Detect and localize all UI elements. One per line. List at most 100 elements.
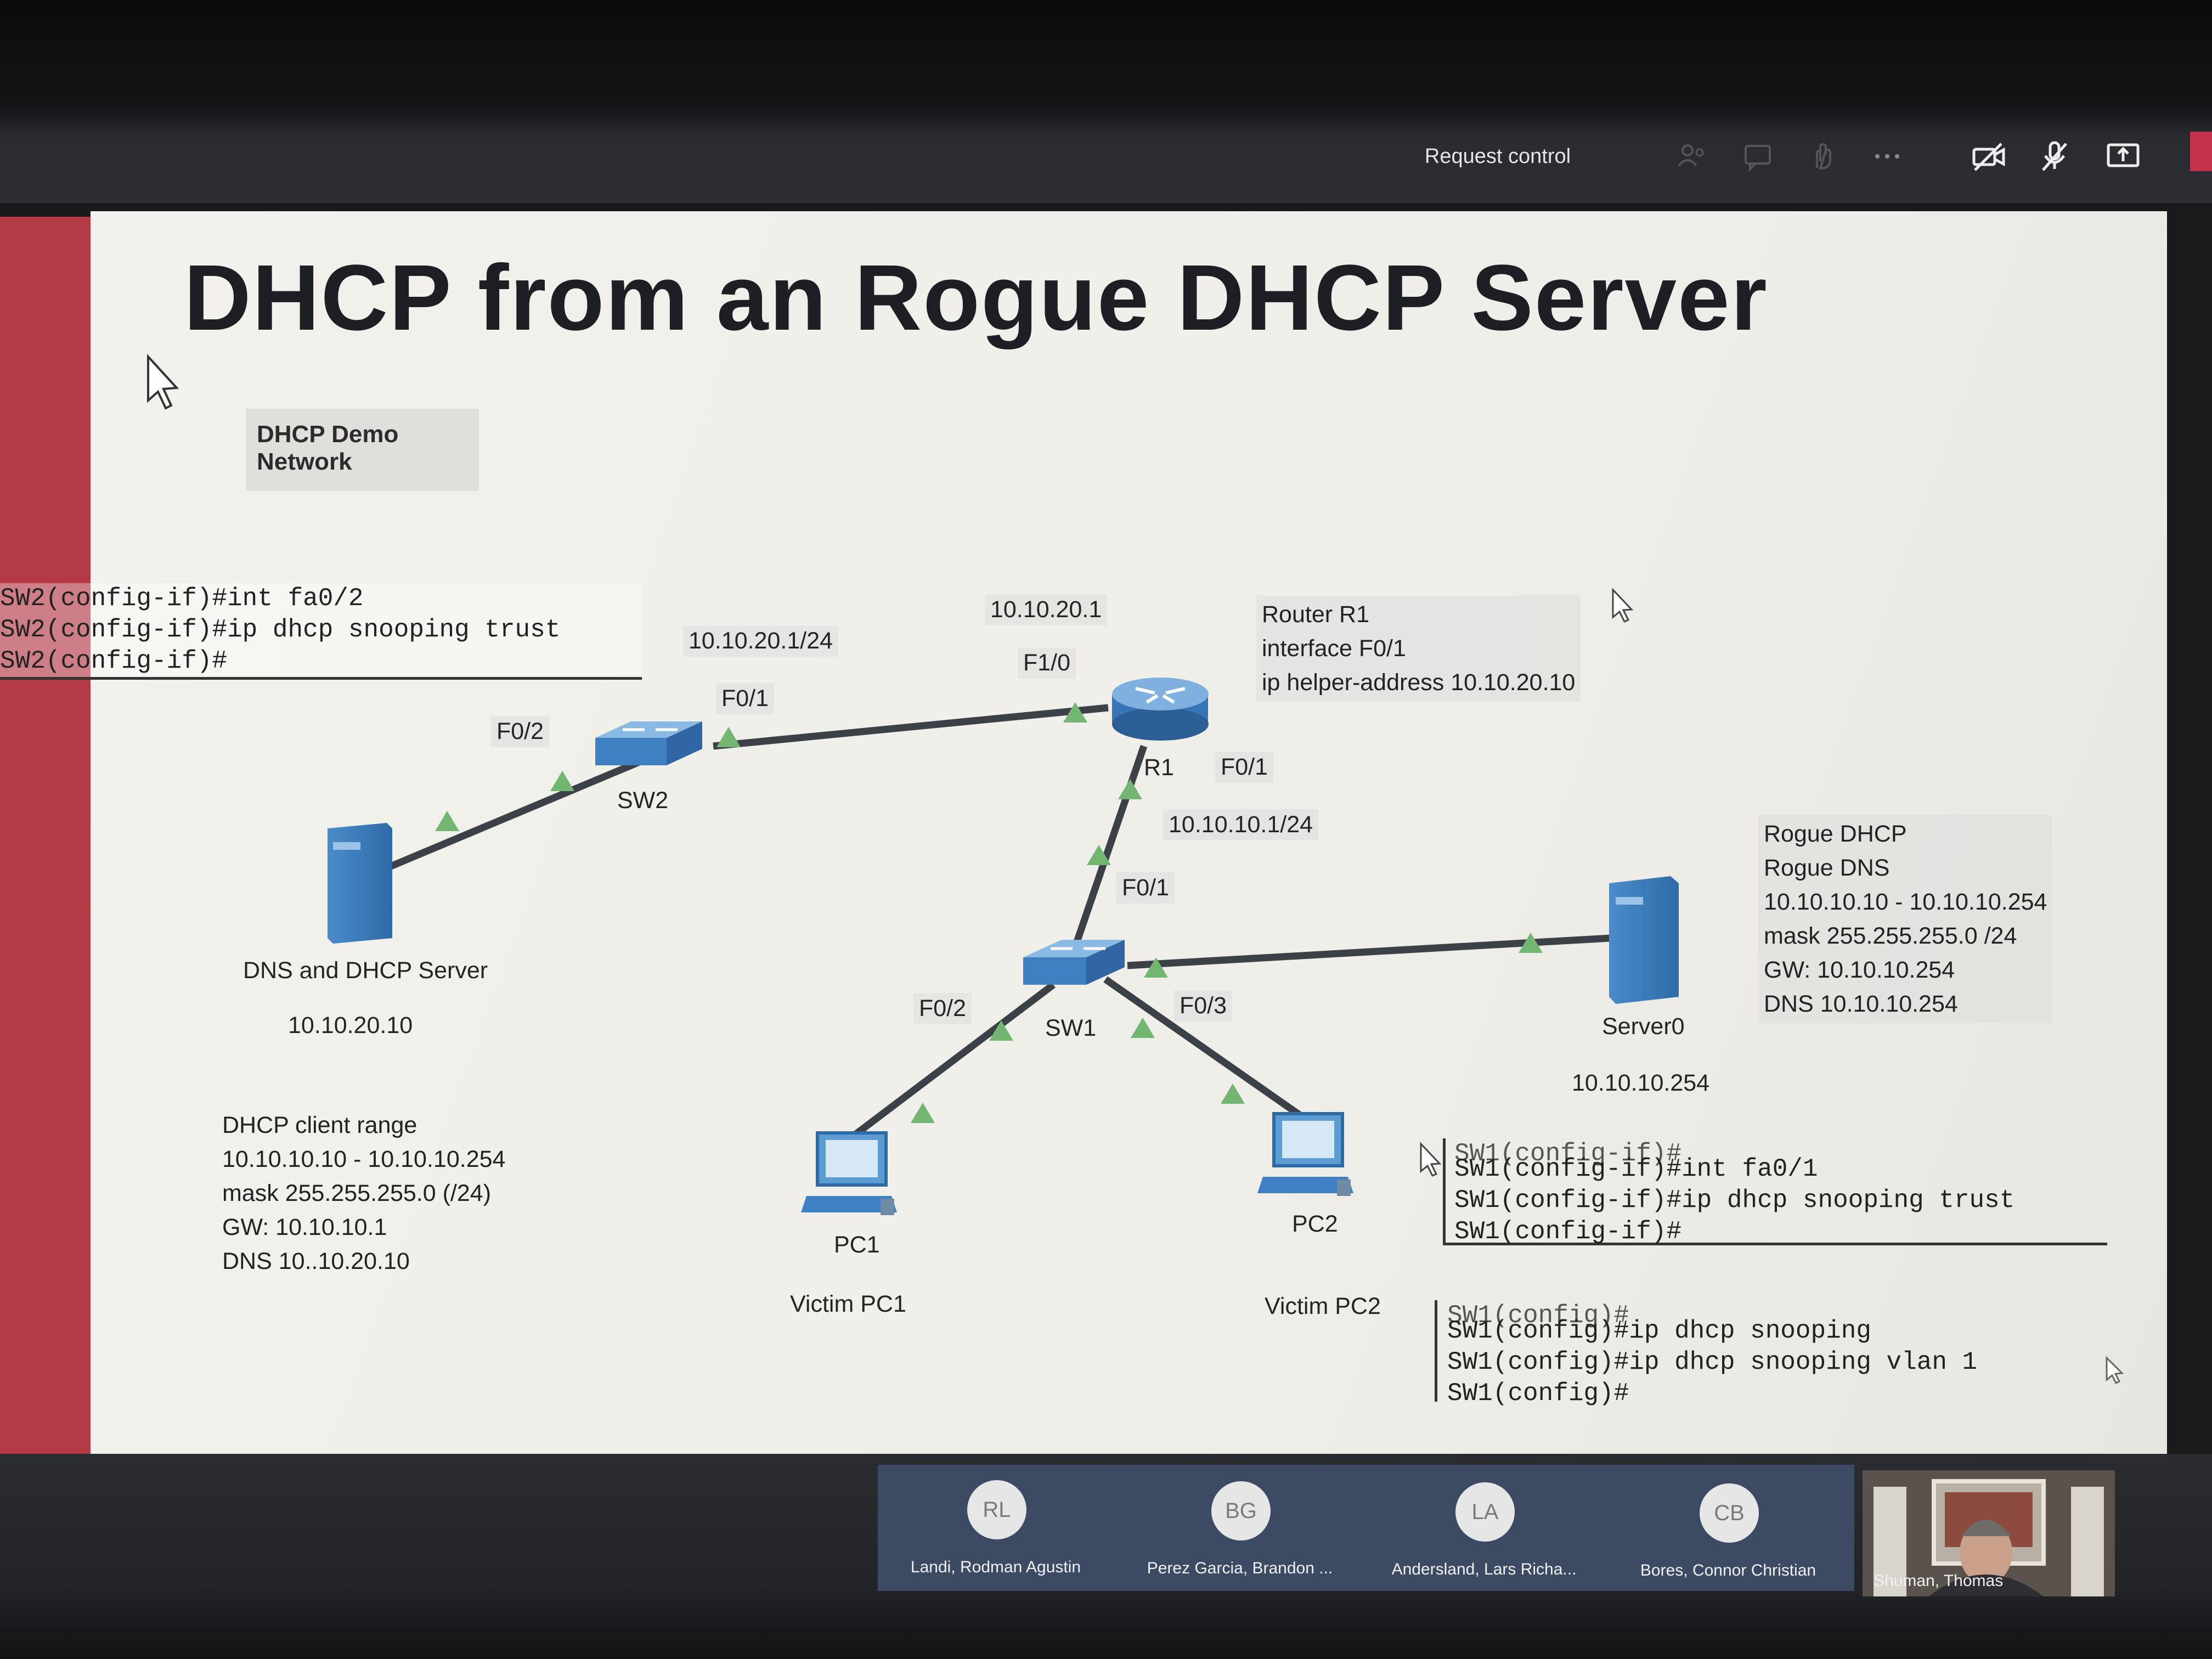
note-line: DNS 10..10.20.10 <box>222 1248 410 1274</box>
presenter-video-tile[interactable]: Shuman, Thomas <box>1863 1470 2115 1596</box>
link-r1-sw1 <box>1069 744 1148 956</box>
avatar: LA <box>1455 1482 1515 1542</box>
server0-icon <box>1609 876 1679 1004</box>
cli-line: SW2(config-if)#int fa0/2 <box>0 584 364 613</box>
sw1-cli-snooping-snippet: SW1(config)# SW1(config)#ip dhcp snooping… <box>1435 1300 1996 1408</box>
dns-server-ip-label: 10.10.20.10 <box>288 1012 413 1039</box>
pc1-name-label: PC1 <box>834 1232 880 1258</box>
cli-line: SW1(config)#ip dhcp snooping vlan 1 <box>1447 1348 1978 1376</box>
r1-ip-label: 10.10.20.1 <box>985 594 1108 625</box>
sw2-switch-icon <box>595 721 702 765</box>
participant-tile[interactable]: LA Andersland, Lars Richa... <box>1366 1465 1610 1591</box>
link-marker <box>1144 957 1168 978</box>
link-marker <box>1131 1018 1155 1038</box>
sw2-f0-2-label: F0/2 <box>491 716 550 747</box>
note-line: ip helper-address 10.10.20.10 <box>1262 669 1576 696</box>
sw1-f0-1-label: F0/1 <box>1116 872 1175 904</box>
more-icon[interactable] <box>1868 137 1906 176</box>
dns-server-name-label: DNS and DHCP Server <box>243 957 488 984</box>
link-marker <box>1221 1084 1245 1104</box>
link-sw2-r1 <box>713 704 1109 750</box>
note-line: interface F0/1 <box>1262 635 1406 662</box>
link-sw1-pc1 <box>826 981 1056 1158</box>
sw1-switch-icon <box>1023 940 1125 985</box>
note-line: mask 255.255.255.0 /24 <box>1764 923 2017 949</box>
link-marker <box>716 727 741 747</box>
link-marker <box>989 1020 1013 1041</box>
participant-name: Andersland, Lars Richa... <box>1391 1560 1577 1578</box>
chat-icon[interactable] <box>1739 137 1778 176</box>
participant-name: Bores, Connor Christian <box>1640 1561 1816 1579</box>
note-line: Rogue DNS <box>1764 855 1890 881</box>
participant-tile[interactable]: CB Bores, Connor Christian <box>1610 1465 1854 1591</box>
pc2-icon <box>1257 1112 1353 1196</box>
mouse-cursor-icon <box>1612 588 1634 623</box>
cli-line: SW1(config-if)# <box>1454 1139 1682 1168</box>
r1-router-icon <box>1112 678 1209 741</box>
sw1-f0-2-label: F0/2 <box>913 993 972 1024</box>
sw2-f0-1-label: F0/1 <box>716 683 775 714</box>
link-marker <box>1063 702 1087 723</box>
participant-name: Perez Garcia, Brandon ... <box>1147 1559 1333 1577</box>
link-marker <box>550 771 574 791</box>
dns-dhcp-server-icon <box>328 823 392 944</box>
leave-button[interactable] <box>2190 132 2212 171</box>
cli-line: SW2(config-if)# <box>0 647 228 675</box>
link-marker <box>911 1103 935 1123</box>
avatar: RL <box>967 1480 1026 1539</box>
sw1-name-label: SW1 <box>1045 1015 1097 1041</box>
r1-f0-1-label: F0/1 <box>1215 752 1274 783</box>
slide-title: DHCP from an Rogue DHCP Server <box>184 246 1768 350</box>
pc2-name-label: PC2 <box>1292 1211 1338 1237</box>
participant-tile[interactable]: BG Perez Garcia, Brandon ... <box>1122 1465 1366 1591</box>
note-line: GW: 10.10.10.1 <box>222 1214 387 1240</box>
cli-line: SW1(config-if)#ip dhcp snooping trust <box>1454 1186 2015 1215</box>
note-line: Router R1 <box>1262 601 1369 628</box>
demo-network-label: DHCP Demo Network <box>246 409 479 491</box>
share-screen-icon[interactable] <box>2104 137 2142 176</box>
note-line: 10.10.10.10 - 10.10.10.254 <box>1764 889 2047 915</box>
cli-line: SW1(config)# <box>1447 1301 1629 1330</box>
presenter-name: Shuman, Thomas <box>1874 1572 2004 1590</box>
link-markers <box>435 702 1543 1123</box>
r1-name-label: R1 <box>1144 754 1174 781</box>
dhcp-client-range-note: DHCP client range 10.10.10.10 - 10.10.10… <box>222 1108 505 1278</box>
camera-off-icon[interactable] <box>1970 137 2008 176</box>
note-line: DNS 10.10.10.254 <box>1764 991 1958 1017</box>
note-line: Rogue DHCP <box>1764 821 1907 847</box>
rogue-server-note: Rogue DHCP Rogue DNS 10.10.10.10 - 10.10… <box>1758 815 2053 1023</box>
network-topology <box>147 353 2124 1385</box>
link-marker <box>1087 845 1111 865</box>
note-line: mask 255.255.255.0 (/24) <box>222 1180 492 1206</box>
mouse-cursor-icon <box>2106 1356 2124 1385</box>
cli-line: SW1(config-if)# <box>1454 1217 1682 1246</box>
victim-pc2-label: Victim PC2 <box>1265 1293 1381 1319</box>
victim-pc1-label: Victim PC1 <box>790 1291 906 1317</box>
r1-f1-0-label: F1/0 <box>1018 647 1076 679</box>
router-config-note: Router R1 interface F0/1 ip helper-addre… <box>1256 595 1581 702</box>
shared-slide: DHCP from an Rogue DHCP Server DHCP Demo… <box>0 211 2167 1454</box>
sw2-uplink-ip-label: 10.10.20.1/24 <box>683 625 839 657</box>
people-icon[interactable] <box>1673 137 1712 176</box>
presenter-video-icon <box>1863 1470 2115 1596</box>
note-line: 10.10.10.10 - 10.10.10.254 <box>222 1146 506 1172</box>
participant-name: Landi, Rodman Agustin <box>910 1558 1081 1576</box>
link-marker <box>435 811 459 831</box>
avatar: BG <box>1211 1481 1271 1541</box>
participant-tile[interactable]: RL Landi, Rodman Agustin <box>878 1465 1122 1591</box>
mouse-cursor-icon <box>1420 1142 1442 1177</box>
request-control-button[interactable]: Request control <box>1424 145 1571 168</box>
pc1-icon <box>801 1131 897 1215</box>
server0-ip-label: 10.10.10.254 <box>1572 1070 1710 1096</box>
cli-line: SW1(config)# <box>1447 1379 1629 1408</box>
mic-off-icon[interactable] <box>2035 137 2074 176</box>
sw2-name-label: SW2 <box>617 787 669 814</box>
cli-line: SW1(config-if)#int fa0/1 <box>1454 1155 1818 1183</box>
slide-left-accent <box>0 217 91 1454</box>
reactions-icon[interactable] <box>1805 137 1843 176</box>
mouse-cursor-icon <box>147 353 179 410</box>
meeting-toolbar: Request control <box>0 0 2212 203</box>
avatar: CB <box>1700 1483 1759 1543</box>
